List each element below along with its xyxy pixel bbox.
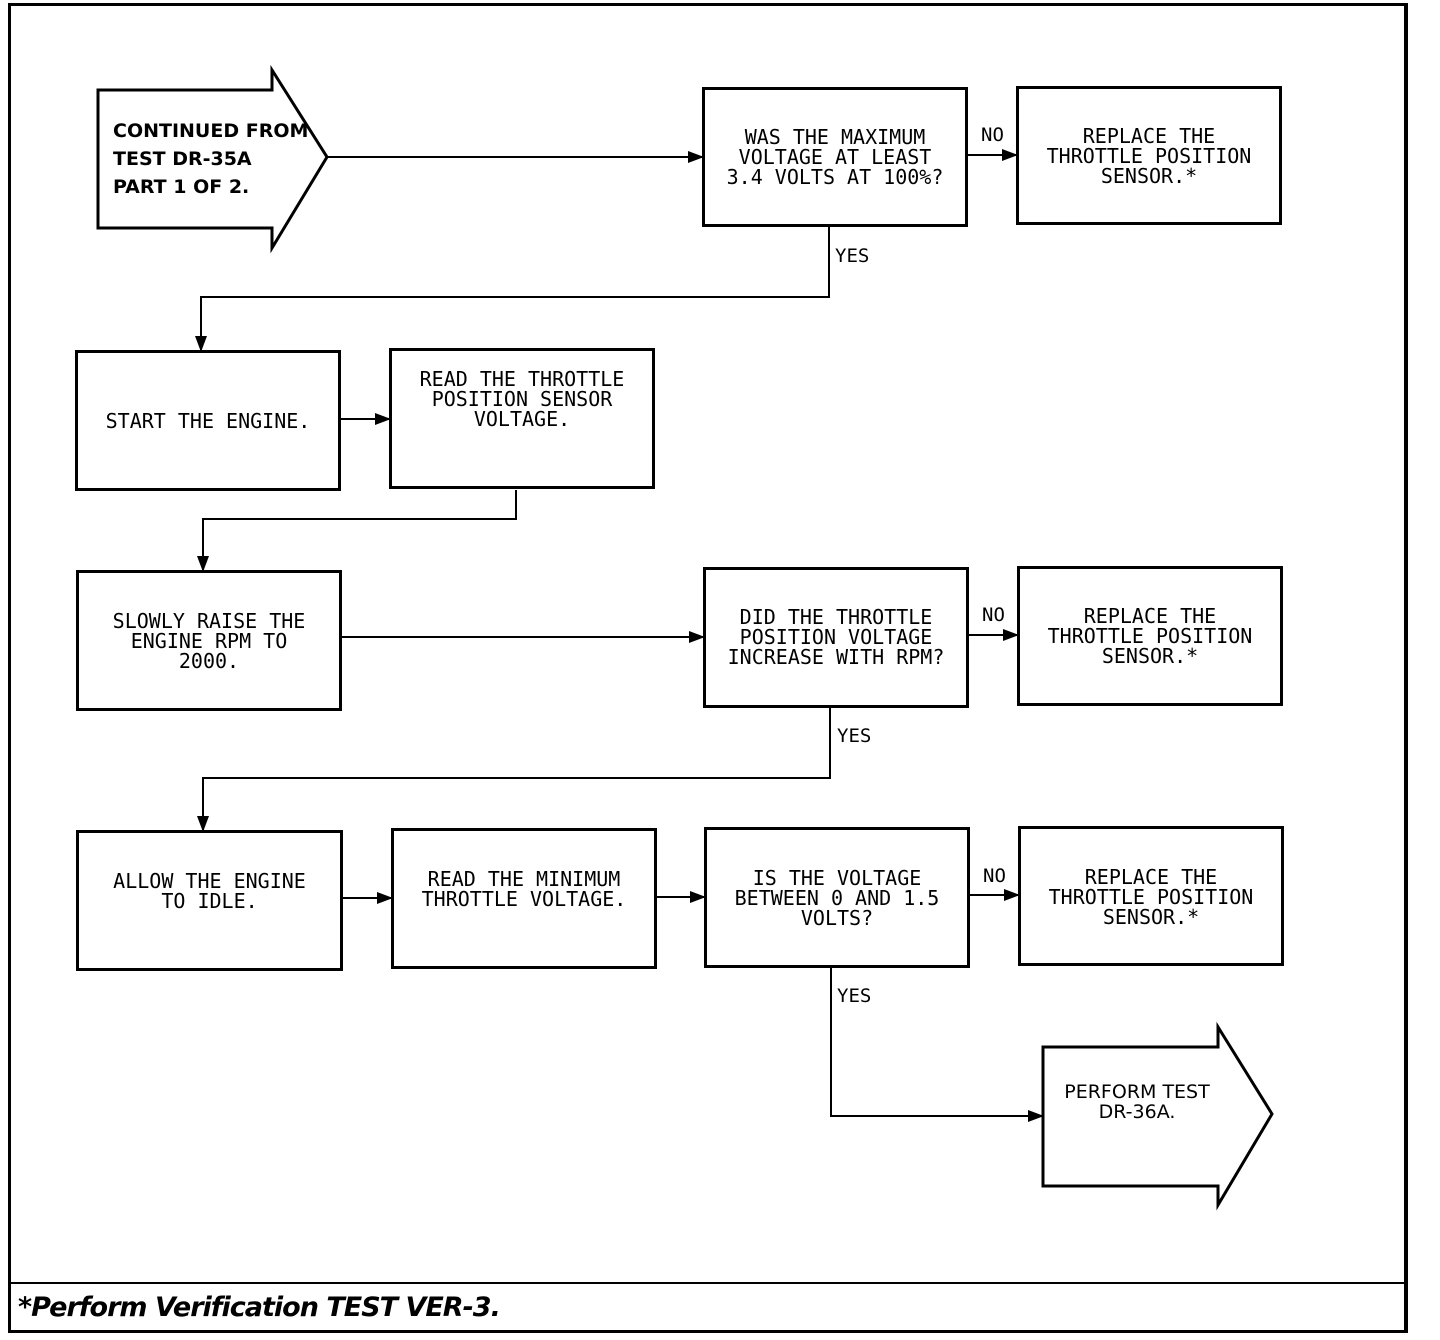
end-arrow-label: PERFORM TEST DR-36A. (1064, 1081, 1210, 1123)
allow-idle-box: ALLOW THE ENGINE TO IDLE. (76, 830, 343, 971)
raise-rpm-text: SLOWLY RAISE THE ENGINE RPM TO 2000. (112, 609, 306, 673)
replace-sensor-text-3: REPLACE THE THROTTLE POSITION SENSOR.* (1048, 865, 1254, 929)
start-engine-text: START THE ENGINE. (105, 409, 311, 433)
start-arrow-label: CONTINUED FROM TEST DR-35A PART 1 OF 2. (113, 120, 309, 198)
decision-voltage-increase: DID THE THROTTLE POSITION VOLTAGE INCREA… (703, 567, 969, 708)
no-label-1: NO (981, 124, 1004, 146)
decision-max-voltage-text: WAS THE MAXIMUM VOLTAGE AT LEAST 3.4 VOL… (726, 125, 944, 189)
no-label-2: NO (982, 604, 1005, 626)
decision-voltage-range-text: IS THE VOLTAGE BETWEEN 0 AND 1.5 VOLTS? (734, 866, 940, 930)
read-tps-voltage-box: READ THE THROTTLE POSITION SENSOR VOLTAG… (389, 348, 655, 489)
decision-max-voltage: WAS THE MAXIMUM VOLTAGE AT LEAST 3.4 VOL… (702, 87, 968, 227)
diagram-frame (8, 3, 1408, 1333)
read-min-voltage-box: READ THE MINIMUM THROTTLE VOLTAGE. (391, 828, 657, 969)
yes-label-1: YES (835, 245, 870, 267)
footer-divider (8, 1282, 1408, 1284)
replace-sensor-box-3: REPLACE THE THROTTLE POSITION SENSOR.* (1018, 826, 1284, 966)
replace-sensor-box-2: REPLACE THE THROTTLE POSITION SENSOR.* (1017, 566, 1283, 706)
replace-sensor-text-2: REPLACE THE THROTTLE POSITION SENSOR.* (1047, 604, 1253, 668)
start-arrow-shape (96, 64, 329, 254)
replace-sensor-box-1: REPLACE THE THROTTLE POSITION SENSOR.* (1016, 86, 1282, 225)
end-arrow-shape (1041, 1021, 1274, 1211)
yes-label-3: YES (837, 985, 872, 1007)
decision-voltage-increase-text: DID THE THROTTLE POSITION VOLTAGE INCREA… (727, 605, 945, 669)
replace-sensor-text-1: REPLACE THE THROTTLE POSITION SENSOR.* (1046, 124, 1252, 188)
raise-rpm-box: SLOWLY RAISE THE ENGINE RPM TO 2000. (76, 570, 342, 711)
allow-idle-text: ALLOW THE ENGINE TO IDLE. (113, 869, 306, 913)
yes-label-2: YES (837, 725, 872, 747)
decision-voltage-range: IS THE VOLTAGE BETWEEN 0 AND 1.5 VOLTS? (704, 827, 970, 968)
read-tps-voltage-text: READ THE THROTTLE POSITION SENSOR VOLTAG… (419, 367, 625, 431)
read-min-voltage-text: READ THE MINIMUM THROTTLE VOLTAGE. (421, 867, 627, 911)
footer-note: *Perform Verification TEST VER-3. (18, 1292, 501, 1323)
no-label-3: NO (983, 865, 1006, 887)
start-engine-box: START THE ENGINE. (75, 350, 341, 491)
